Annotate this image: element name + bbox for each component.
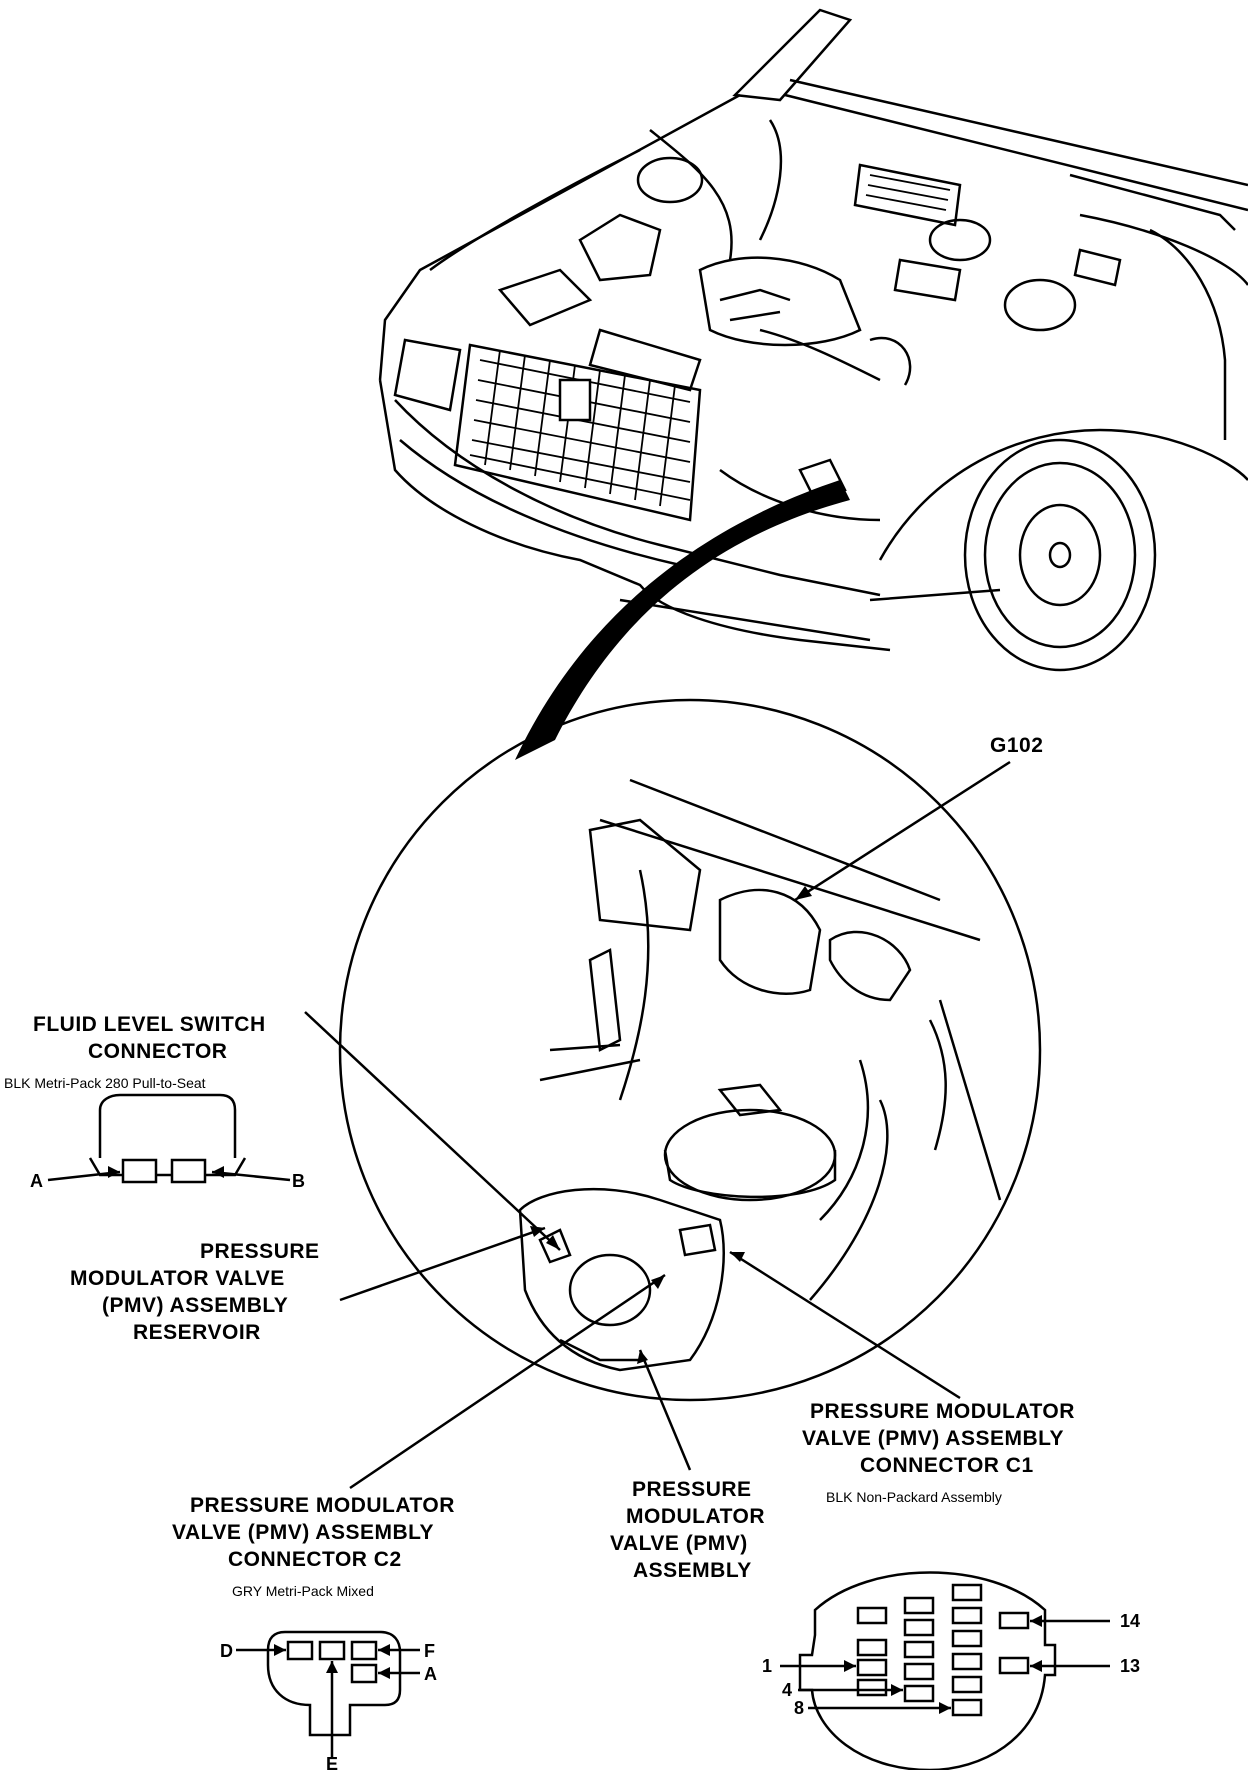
c2-pin-f: F <box>424 1641 435 1661</box>
svg-text:GRY Metri-Pack Mixed: GRY Metri-Pack Mixed <box>232 1583 374 1599</box>
c2-pin-a: A <box>424 1664 437 1684</box>
svg-text:(PMV) ASSEMBLY: (PMV) ASSEMBLY <box>102 1294 288 1317</box>
grille-icon <box>453 343 702 522</box>
c2-pin-e: E <box>326 1754 338 1770</box>
pmv-connector-c2-label: PRESSURE MODULATOR VALVE (PMV) ASSEMBLY … <box>172 1494 455 1599</box>
fls-pin-b: B <box>292 1171 305 1191</box>
pmv-connector-c1-icon: 14 13 1 4 8 <box>762 1571 1140 1770</box>
fluid-level-switch-connector-label: FLUID LEVEL SWITCH CONNECTOR BLK Metri-P… <box>4 1013 266 1091</box>
zoom-callout-swoosh <box>515 480 850 760</box>
svg-text:MODULATOR: MODULATOR <box>626 1505 765 1528</box>
zoom-callout-circle <box>338 698 1042 1402</box>
svg-text:BLK Non-Packard Assembly: BLK Non-Packard Assembly <box>826 1489 1002 1505</box>
svg-text:VALVE (PMV) ASSEMBLY: VALVE (PMV) ASSEMBLY <box>172 1521 434 1544</box>
pmv-reservoir-label: PRESSURE MODULATOR VALVE (PMV) ASSEMBLY … <box>70 1240 320 1344</box>
svg-text:VALVE (PMV): VALVE (PMV) <box>610 1532 748 1555</box>
svg-text:PRESSURE MODULATOR: PRESSURE MODULATOR <box>810 1400 1075 1423</box>
c1-pin-8: 8 <box>794 1698 804 1718</box>
svg-text:PRESSURE: PRESSURE <box>632 1478 752 1501</box>
c2-pin-d: D <box>220 1641 233 1661</box>
fls-pin-a: A <box>30 1171 43 1191</box>
svg-text:RESERVOIR: RESERVOIR <box>133 1321 261 1344</box>
c1-pin-13: 13 <box>1120 1656 1140 1676</box>
g102-label: G102 <box>990 734 1043 757</box>
c1-pin-14: 14 <box>1120 1611 1140 1631</box>
svg-text:PRESSURE: PRESSURE <box>200 1240 320 1263</box>
svg-text:CONNECTOR C1: CONNECTOR C1 <box>860 1454 1034 1477</box>
pmv-assembly-label: PRESSURE MODULATOR VALVE (PMV) ASSEMBLY <box>610 1478 765 1582</box>
svg-text:FLUID LEVEL SWITCH: FLUID LEVEL SWITCH <box>33 1013 266 1036</box>
c1-pin-1: 1 <box>762 1656 772 1676</box>
svg-text:PRESSURE MODULATOR: PRESSURE MODULATOR <box>190 1494 455 1517</box>
svg-text:ASSEMBLY: ASSEMBLY <box>633 1559 752 1582</box>
c1-pin-4: 4 <box>782 1680 792 1700</box>
svg-text:CONNECTOR: CONNECTOR <box>88 1040 227 1063</box>
svg-text:VALVE (PMV) ASSEMBLY: VALVE (PMV) ASSEMBLY <box>802 1427 1064 1450</box>
svg-text:CONNECTOR C2: CONNECTOR C2 <box>228 1548 402 1571</box>
fluid-level-switch-connector-icon: A B <box>30 1093 305 1191</box>
svg-text:BLK Metri-Pack 280 Pull-to-Sea: BLK Metri-Pack 280 Pull-to-Seat <box>4 1075 206 1091</box>
vehicle-front-engine-bay-illustration <box>378 8 1248 672</box>
front-wheel-icon <box>963 438 1157 672</box>
pmv-connector-c2-icon: D F A E <box>220 1630 437 1770</box>
svg-text:MODULATOR VALVE: MODULATOR VALVE <box>70 1267 285 1290</box>
pmv-connector-c1-label: PRESSURE MODULATOR VALVE (PMV) ASSEMBLY … <box>802 1400 1075 1505</box>
